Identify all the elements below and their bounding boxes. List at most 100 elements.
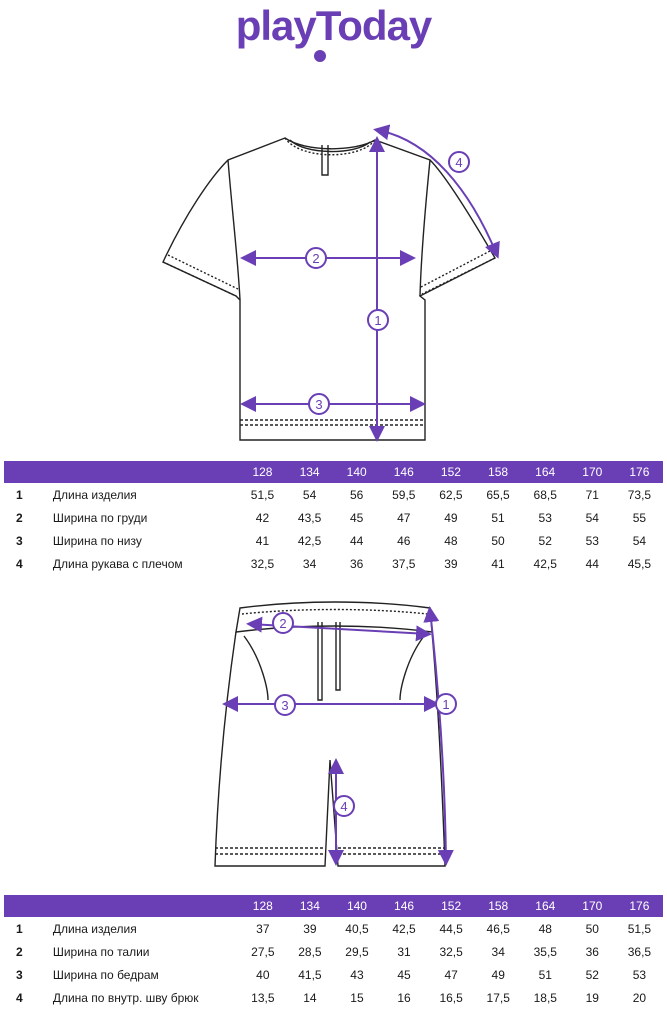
- table-row: 3 Ширина по бедрам 40 41,5 43 45 47 49 5…: [4, 963, 663, 986]
- measurement-name: Ширина по талии: [52, 944, 150, 959]
- tshirt-marker-1: 1: [374, 313, 381, 328]
- table-cell: 46,5: [486, 921, 510, 936]
- table-header-row: 128 134 140 146 152 158 164 170 176: [4, 461, 663, 483]
- shorts-outline: [214, 631, 446, 867]
- row-number: 3: [16, 533, 23, 548]
- table-cell: 55: [632, 510, 647, 525]
- table-cell: 71: [585, 487, 599, 502]
- tshirt-marker-2: 2: [312, 251, 319, 266]
- table-cell: 50: [585, 921, 599, 936]
- table-cell: 46: [397, 533, 411, 548]
- table-cell: 54: [302, 487, 317, 502]
- table-cell: 32,5: [439, 944, 463, 959]
- table-cell: 56: [350, 487, 364, 502]
- table-cell: 45: [350, 510, 364, 525]
- table-cell: 43: [350, 967, 364, 982]
- table-cell: 44: [350, 533, 364, 548]
- logo-dot: [314, 50, 326, 62]
- table-cell: 41: [491, 556, 505, 571]
- table-cell: 16: [397, 990, 411, 1005]
- table-cell: 73,5: [627, 487, 652, 502]
- size-header: 152: [427, 895, 475, 917]
- table-cell: 42,5: [533, 556, 557, 571]
- size-header: 134: [286, 461, 334, 483]
- table-row: 4 Длина по внутр. шву брюк 13,5 14 15 16…: [4, 986, 663, 1009]
- size-header: 128: [239, 895, 287, 917]
- table-cell: 52: [585, 967, 599, 982]
- table-cell: 45,5: [627, 556, 652, 571]
- table-cell: 34: [491, 944, 505, 959]
- table-cell: 39: [303, 921, 317, 936]
- table-cell: 65,5: [486, 487, 510, 502]
- table-cell: 51: [491, 510, 505, 525]
- size-header: 146: [380, 895, 428, 917]
- table-row: 2 Ширина по груди 42 43,5 45 47 49 51 53…: [4, 506, 663, 529]
- shorts-size-table: 128 134 140 146 152 158 164 170 176 1 Дл…: [4, 895, 663, 1009]
- size-header: 128: [238, 461, 287, 483]
- table-cell: 39: [444, 556, 458, 571]
- size-header: 170: [568, 895, 616, 917]
- table-cell: 13,5: [251, 990, 275, 1005]
- table-cell: 47: [397, 510, 411, 525]
- table-cell: 54: [585, 510, 599, 525]
- table-cell: 59,5: [392, 487, 416, 502]
- measurement-name: Длина изделия: [52, 487, 137, 502]
- size-header: 164: [521, 895, 569, 917]
- table-cell: 44: [585, 556, 599, 571]
- table-cell: 16,5: [439, 990, 463, 1005]
- table-cell: 37,5: [392, 556, 416, 571]
- table-cell: 37: [256, 921, 270, 936]
- table-cell: 27,5: [251, 944, 275, 959]
- table-cell: 49: [444, 510, 458, 525]
- brand-logo: playToday: [0, 0, 667, 70]
- table-cell: 41,5: [298, 967, 322, 982]
- size-header: 152: [427, 461, 475, 483]
- table-cell: 49: [491, 967, 505, 982]
- measurement-name: Ширина по низу: [52, 533, 142, 548]
- table-cell: 53: [585, 533, 599, 548]
- table-cell: 43,5: [297, 510, 322, 525]
- size-header: 158: [474, 461, 522, 483]
- row-number: 1: [16, 921, 23, 936]
- tshirt-outline: [162, 137, 496, 441]
- shorts-marker-1: 1: [442, 697, 449, 712]
- size-header: 176: [615, 461, 663, 483]
- table-row: 3 Ширина по низу 41 42,5 44 46 48 50 52 …: [4, 529, 663, 552]
- table-row: 1 Длина изделия 37 39 40,5 42,5 44,5 46,…: [4, 917, 663, 940]
- table-header-row: 128 134 140 146 152 158 164 170 176: [4, 895, 663, 917]
- size-header: 170: [568, 461, 616, 483]
- table-cell: 18,5: [533, 990, 557, 1005]
- row-number: 1: [16, 487, 23, 502]
- table-row: 1 Длина изделия 51,5 54 56 59,5 62,5 65,…: [4, 483, 663, 506]
- logo-text: playToday: [235, 2, 433, 49]
- size-header: 176: [615, 895, 663, 917]
- shorts-marker-3: 3: [281, 698, 288, 713]
- size-header: 134: [286, 895, 334, 917]
- table-cell: 20: [632, 990, 647, 1005]
- table-cell: 62,5: [439, 487, 463, 502]
- measurement-name: Ширина по груди: [52, 510, 148, 525]
- measurement-name: Длина изделия: [52, 921, 137, 936]
- table-cell: 29,5: [345, 944, 369, 959]
- measurement-name: Длина по внутр. шву брюк: [52, 990, 199, 1005]
- table-cell: 41: [255, 533, 270, 548]
- table-cell: 53: [632, 967, 647, 982]
- table-cell: 51: [538, 967, 552, 982]
- size-header: 140: [333, 895, 381, 917]
- shorts-sketch: 1 2 3 4: [214, 601, 457, 867]
- table-cell: 51,5: [627, 921, 652, 936]
- row-number: 4: [16, 990, 23, 1005]
- tshirt-marker-3: 3: [315, 397, 322, 412]
- table-cell: 48: [538, 921, 552, 936]
- table-cell: 50: [491, 533, 505, 548]
- table-cell: 45: [397, 967, 411, 982]
- table-cell: 51,5: [250, 487, 275, 502]
- table-cell: 48: [444, 533, 458, 548]
- table-cell: 36: [585, 944, 599, 959]
- tshirt-collar: [284, 137, 376, 156]
- size-header: 158: [474, 895, 522, 917]
- table-cell: 68,5: [533, 487, 557, 502]
- table-cell: 52: [538, 533, 552, 548]
- table-cell: 28,5: [298, 944, 322, 959]
- size-header: 140: [333, 461, 381, 483]
